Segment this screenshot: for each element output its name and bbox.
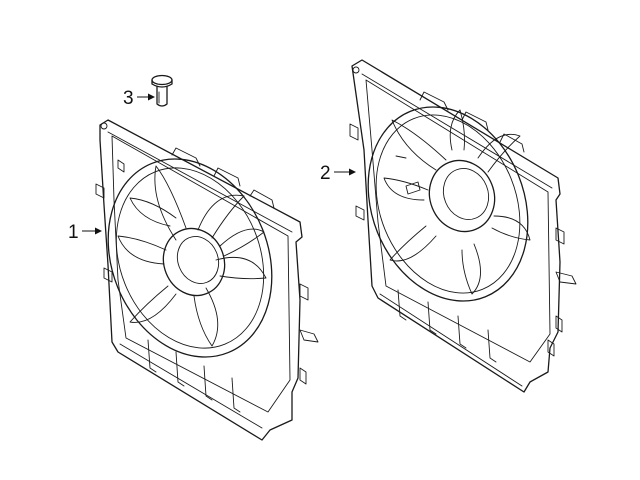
callout-label-1: 1 [68, 222, 79, 243]
callout-label-3: 3 [123, 88, 134, 109]
callout-3: 3 [123, 88, 155, 109]
bolt-part [151, 74, 173, 107]
callout-2: 2 [320, 163, 356, 184]
callout-label-2: 2 [320, 163, 331, 184]
fan-shroud-front [95, 119, 319, 441]
fan-shroud-rear [349, 59, 577, 393]
callout-1: 1 [68, 222, 102, 243]
